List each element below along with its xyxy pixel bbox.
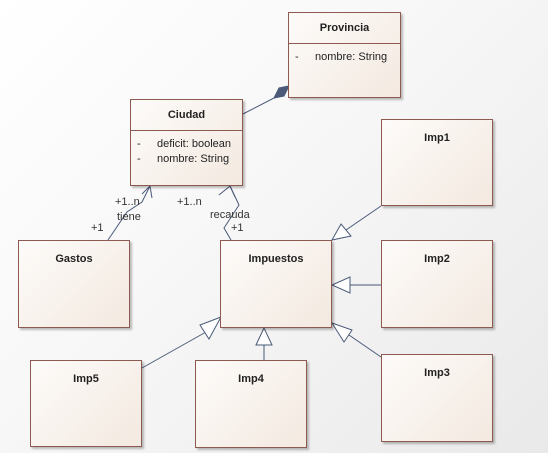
class-name: Gastos bbox=[55, 253, 93, 265]
attribute-list: - deficit: boolean - nombre: String bbox=[131, 131, 242, 167]
attribute-visibility: - bbox=[295, 51, 299, 63]
attribute-text: nombre: String bbox=[157, 153, 230, 165]
class-name: Imp4 bbox=[238, 373, 264, 385]
class-imp4[interactable]: Imp4 bbox=[195, 360, 307, 448]
recauda-target-multiplicity: +1..n bbox=[177, 196, 202, 208]
attribute-list: - nombre: String bbox=[289, 44, 400, 65]
tiene-arrow bbox=[141, 184, 153, 199]
tiene-line bbox=[107, 185, 151, 241]
class-impuestos[interactable]: Impuestos bbox=[220, 240, 332, 328]
generalization-imp2-triangle bbox=[330, 276, 351, 294]
class-gastos[interactable]: Gastos bbox=[18, 240, 130, 328]
class-imp1[interactable]: Imp1 bbox=[381, 119, 493, 206]
class-name: Provincia bbox=[289, 13, 400, 44]
generalization-imp5-line bbox=[141, 331, 207, 369]
generalization-imp3-line bbox=[348, 334, 382, 358]
recauda-source-multiplicity: +1 bbox=[231, 222, 244, 234]
class-imp3[interactable]: Imp3 bbox=[381, 354, 493, 442]
class-name: Imp5 bbox=[73, 373, 99, 385]
tiene-label: tiene bbox=[117, 211, 141, 223]
attribute-row: - nombre: String bbox=[131, 152, 242, 167]
class-name: Impuestos bbox=[248, 253, 304, 265]
attribute-row: - deficit: boolean bbox=[131, 137, 242, 152]
generalization-imp4-triangle bbox=[255, 326, 273, 346]
recauda-arrow bbox=[218, 185, 236, 198]
generalization-imp3-triangle bbox=[330, 322, 353, 343]
composition-line bbox=[238, 97, 275, 117]
class-name: Imp1 bbox=[424, 132, 450, 144]
tiene-target-multiplicity: +1..n bbox=[115, 196, 140, 208]
class-name: Imp2 bbox=[424, 253, 450, 265]
class-ciudad[interactable]: Ciudad - deficit: boolean - nombre: Stri… bbox=[130, 99, 243, 186]
attribute-visibility: - bbox=[137, 153, 141, 165]
attribute-row: - nombre: String bbox=[289, 50, 400, 65]
class-name: Imp3 bbox=[424, 367, 450, 379]
class-name: Ciudad bbox=[131, 100, 242, 131]
connectors bbox=[107, 85, 382, 369]
generalization-imp1-triangle bbox=[331, 223, 352, 241]
generalization-imp5-triangle bbox=[199, 316, 223, 340]
attribute-text: deficit: boolean bbox=[157, 138, 231, 150]
recauda-label: recauda bbox=[210, 209, 251, 221]
class-provincia[interactable]: Provincia - nombre: String bbox=[288, 12, 401, 98]
attribute-text: nombre: String bbox=[315, 51, 388, 63]
tiene-source-multiplicity: +1 bbox=[91, 222, 104, 234]
attribute-visibility: - bbox=[137, 138, 141, 150]
generalization-imp1-line bbox=[345, 205, 382, 231]
class-imp5[interactable]: Imp5 bbox=[30, 360, 142, 447]
composition-diamond bbox=[273, 85, 290, 99]
connector-labels: +1..n tiene +1 +1..n recauda +1 bbox=[91, 196, 251, 234]
class-imp2[interactable]: Imp2 bbox=[381, 240, 493, 328]
